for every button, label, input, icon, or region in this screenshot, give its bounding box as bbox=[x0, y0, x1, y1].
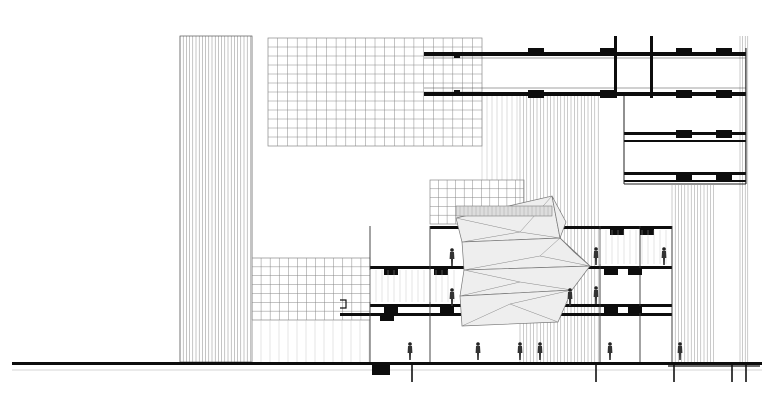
facet-edge bbox=[519, 281, 573, 291]
facet-edge bbox=[539, 237, 561, 257]
facet-panel bbox=[551, 195, 567, 240]
facet-edge bbox=[463, 255, 541, 271]
person-figure bbox=[449, 288, 455, 306]
beam-block bbox=[676, 172, 692, 180]
beam-block bbox=[600, 48, 616, 56]
beam-block bbox=[676, 48, 692, 56]
person-body bbox=[567, 292, 573, 306]
person-head bbox=[538, 342, 542, 346]
person-head bbox=[594, 286, 598, 290]
beam-block bbox=[380, 314, 394, 321]
person-figure bbox=[517, 342, 523, 360]
bridge-post bbox=[614, 36, 617, 98]
beam-block bbox=[604, 306, 618, 313]
person-figure bbox=[407, 342, 413, 360]
person-figure bbox=[593, 286, 599, 304]
facet-edge bbox=[463, 269, 521, 283]
grid-outline bbox=[251, 257, 371, 321]
bridge-slab bbox=[424, 52, 746, 56]
facet-panel bbox=[455, 195, 561, 243]
person-body bbox=[661, 251, 667, 265]
facet-edge bbox=[455, 217, 521, 233]
person-body bbox=[677, 346, 683, 360]
person-body bbox=[407, 346, 413, 360]
beam-block bbox=[384, 306, 398, 313]
facet-panel bbox=[459, 289, 573, 327]
beam-block bbox=[440, 306, 454, 313]
person-figure bbox=[593, 247, 599, 265]
bridge-slab bbox=[424, 92, 746, 96]
person-head bbox=[568, 288, 572, 292]
beam-block bbox=[628, 268, 642, 275]
bridge-slab bbox=[624, 180, 746, 182]
grid-facade-lower bbox=[251, 257, 371, 321]
person-head bbox=[450, 248, 454, 252]
beam-block bbox=[528, 48, 544, 56]
facet-edge bbox=[461, 303, 511, 327]
person-figure bbox=[677, 342, 683, 360]
beam-block bbox=[676, 130, 692, 138]
person-body bbox=[593, 251, 599, 265]
beam-block bbox=[716, 172, 732, 180]
beam-block bbox=[676, 90, 692, 98]
ground-line bbox=[12, 362, 762, 382]
person-head bbox=[678, 342, 682, 346]
person-body bbox=[593, 290, 599, 304]
person-head bbox=[594, 247, 598, 251]
facet-panel bbox=[559, 237, 591, 267]
person-body bbox=[517, 346, 523, 360]
facet-edge bbox=[519, 231, 561, 239]
bridge-post bbox=[650, 36, 653, 98]
person-head bbox=[608, 342, 612, 346]
people-figures bbox=[407, 247, 683, 360]
person-head bbox=[408, 342, 412, 346]
person-figure bbox=[449, 248, 455, 266]
beam-block bbox=[640, 228, 654, 235]
person-body bbox=[475, 346, 481, 360]
person-figure bbox=[567, 288, 573, 306]
facet-edge bbox=[539, 255, 591, 267]
person-figure bbox=[475, 342, 481, 360]
upper-bridge-structure bbox=[424, 36, 747, 185]
person-head bbox=[476, 342, 480, 346]
atrium-faceted-sculpture bbox=[455, 195, 591, 327]
beam-block bbox=[716, 90, 732, 98]
person-body bbox=[607, 346, 613, 360]
bridge-slab bbox=[624, 140, 746, 142]
beam-block bbox=[628, 306, 642, 313]
facet-edge bbox=[509, 289, 573, 305]
ground-slab bbox=[12, 362, 762, 365]
person-figure bbox=[537, 342, 543, 360]
foundation-block bbox=[372, 365, 390, 375]
beam-block bbox=[454, 52, 460, 58]
person-head bbox=[662, 247, 666, 251]
facet-edge bbox=[509, 303, 559, 323]
person-figure bbox=[661, 247, 667, 265]
beam-block bbox=[528, 90, 544, 98]
beam-block bbox=[716, 48, 732, 56]
person-body bbox=[537, 346, 543, 360]
person-head bbox=[450, 288, 454, 292]
facet-edge bbox=[459, 281, 521, 297]
person-figure bbox=[607, 342, 613, 360]
beam-block bbox=[600, 90, 616, 98]
facet-edge bbox=[461, 231, 521, 243]
person-body bbox=[449, 252, 455, 266]
person-head bbox=[518, 342, 522, 346]
beam-block bbox=[610, 228, 624, 235]
balcony-bracket bbox=[340, 299, 347, 309]
person-body bbox=[449, 292, 455, 306]
beam-block bbox=[604, 268, 618, 275]
left-tower-outline bbox=[179, 35, 253, 363]
beam-block bbox=[454, 90, 460, 96]
beam-block bbox=[716, 130, 732, 138]
beam-block bbox=[384, 268, 398, 275]
beam-block bbox=[434, 268, 448, 275]
